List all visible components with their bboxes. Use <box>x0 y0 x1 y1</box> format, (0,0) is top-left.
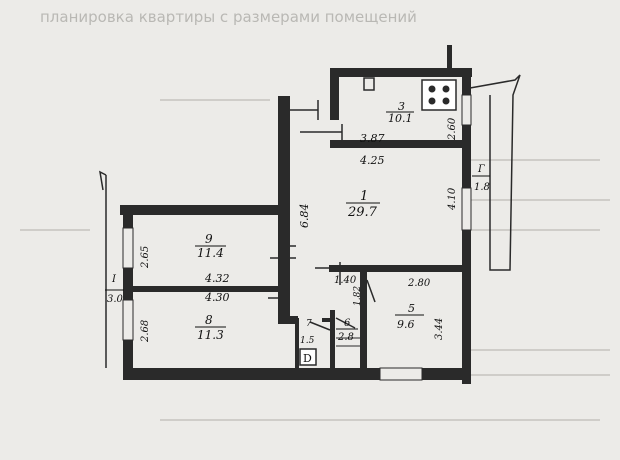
dimension-label: 4.10 <box>447 187 458 211</box>
door-openings <box>268 100 376 331</box>
room-area: 9.6 <box>397 318 415 331</box>
interior-walls <box>130 140 471 368</box>
room-area: 3.0 <box>107 294 124 305</box>
stove-icon <box>421 79 457 111</box>
room-area: 1.8 <box>474 182 490 193</box>
dimension-label: 6.84 <box>298 204 311 229</box>
dimension-label: 1.40 <box>334 275 357 286</box>
room-area: 10.1 <box>388 112 413 125</box>
room-area: 11.4 <box>197 246 224 260</box>
dimension-label: 3.87 <box>360 132 385 145</box>
dimension-label: 4.32 <box>204 272 230 285</box>
toilet-icon: D <box>299 348 317 366</box>
room-area: 1.5 <box>300 336 315 346</box>
dimension-label: 1.82 <box>353 286 363 306</box>
dimension-label: 4.25 <box>359 154 385 167</box>
room-number: Г <box>477 164 485 175</box>
room-area: 2.8 <box>337 332 354 343</box>
toilet-letter: D <box>303 352 312 365</box>
dimension-labels: 3.87 4.25 2.60 6.84 4.10 2.65 4.32 4.30 … <box>140 117 458 343</box>
dimension-label: 2.60 <box>447 117 458 141</box>
room-area: 11.3 <box>197 328 224 342</box>
room-labels: 3 10.1 1 29.7 9 11.4 8 11.3 5 9.6 6 2.8 … <box>105 100 490 346</box>
balcony-left <box>99 170 107 368</box>
dimension-label: 2.80 <box>407 278 431 289</box>
room-number: 7 <box>306 319 312 329</box>
balcony-right <box>469 74 521 271</box>
dimension-label: 2.68 <box>140 320 151 343</box>
faded-header-text: планировка квартиры с размерами помещени… <box>40 8 417 26</box>
dimension-label: 2.65 <box>140 246 151 269</box>
dimension-label: 4.30 <box>204 291 230 304</box>
room-number: 3 <box>398 100 405 113</box>
room-area: 29.7 <box>347 205 378 220</box>
bathtub-icon <box>336 337 360 347</box>
room-number: I <box>111 274 117 285</box>
room-number: 8 <box>205 313 213 327</box>
sink-icon <box>363 77 375 91</box>
faded-background-text <box>20 99 610 421</box>
dimension-label: 3.44 <box>434 318 445 340</box>
room-number: 1 <box>360 189 368 204</box>
room-number: 9 <box>205 232 213 246</box>
windows <box>122 94 472 381</box>
room-number: 5 <box>408 302 415 315</box>
room-number: 6 <box>344 318 351 329</box>
